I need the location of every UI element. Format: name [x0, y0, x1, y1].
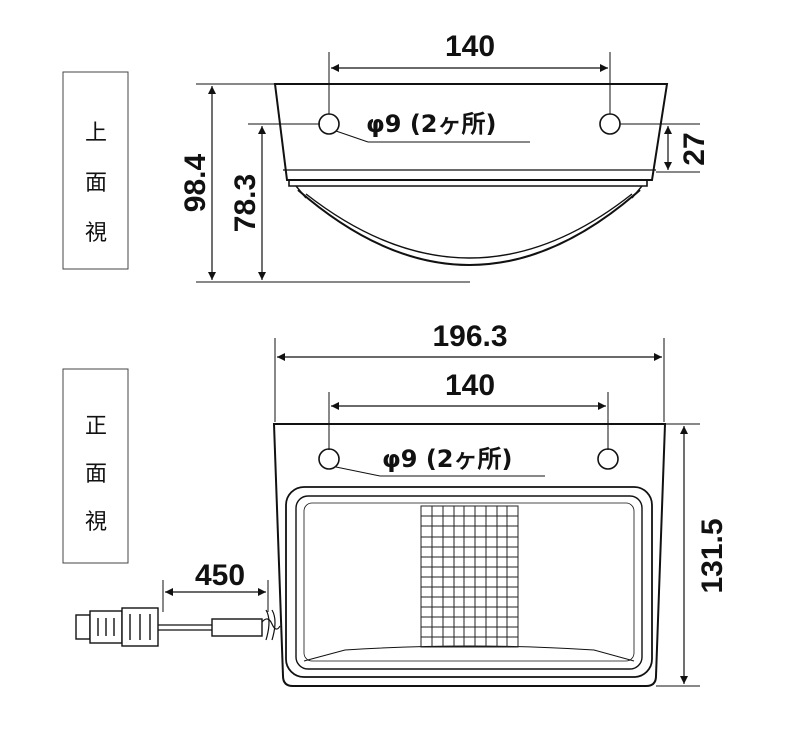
top-view-leader: [335, 130, 369, 143]
front-view-lens-bottom-curve: [303, 645, 635, 662]
top-view-lens-edge-right: [631, 185, 643, 199]
front-view-lens-frame-outer: [285, 486, 653, 678]
cable-sleeve: [211, 618, 263, 637]
front-view-lens-frame-inner: [295, 495, 643, 670]
top-view-dim-140: 140: [445, 30, 495, 63]
connector: [75, 607, 159, 647]
cable-break: [271, 609, 276, 641]
front-view-dim-196-3: 196.3: [432, 320, 507, 353]
top-view-label-char-1: 上: [85, 121, 107, 146]
front-view-hole-left: [318, 448, 340, 470]
front-view-label-char-1: 正: [85, 414, 107, 439]
top-view-dim-78-3: 78.3: [229, 174, 262, 232]
front-view-dim-140: 140: [445, 369, 495, 402]
front-view-label-box: [62, 368, 129, 564]
top-view-flange: [288, 180, 648, 187]
front-view-leader: [335, 466, 381, 477]
top-view-lens-edge-left: [295, 185, 307, 199]
top-view-hole-right: [599, 113, 621, 135]
top-view-label-char-2: 面: [85, 171, 107, 196]
front-view-hole-right: [597, 448, 619, 470]
front-view-label-char-2: 面: [85, 462, 107, 487]
top-view-label-char-3: 視: [85, 221, 107, 246]
top-view: 上 面 視 140 φ9 (2ヶ所) 27: [62, 30, 711, 283]
top-view-dim-98-4: 98.4: [179, 153, 212, 212]
front-view: 正 面 視 196.3 140 φ9 (2ヶ所): [62, 320, 729, 687]
top-view-dim-27: 27: [678, 132, 711, 165]
cable-break: [261, 618, 281, 630]
top-view-label-box: [62, 71, 129, 270]
led-grid: [420, 505, 519, 648]
top-view-hole-note: φ9 (2ヶ所): [366, 110, 496, 138]
front-view-hole-note: φ9 (2ヶ所): [382, 445, 512, 473]
top-view-body: [273, 83, 669, 181]
front-view-body: [272, 423, 667, 687]
front-view-label-char-3: 視: [85, 510, 107, 535]
top-view-lens: [297, 189, 641, 266]
front-view-dim-131-5: 131.5: [696, 518, 729, 593]
top-view-lens-inner: [305, 193, 633, 259]
cable-assembly: 450: [75, 559, 281, 647]
front-view-lens-frame-inner2: [303, 502, 635, 662]
front-view-dim-450: 450: [195, 559, 245, 592]
cable-break: [265, 609, 270, 641]
